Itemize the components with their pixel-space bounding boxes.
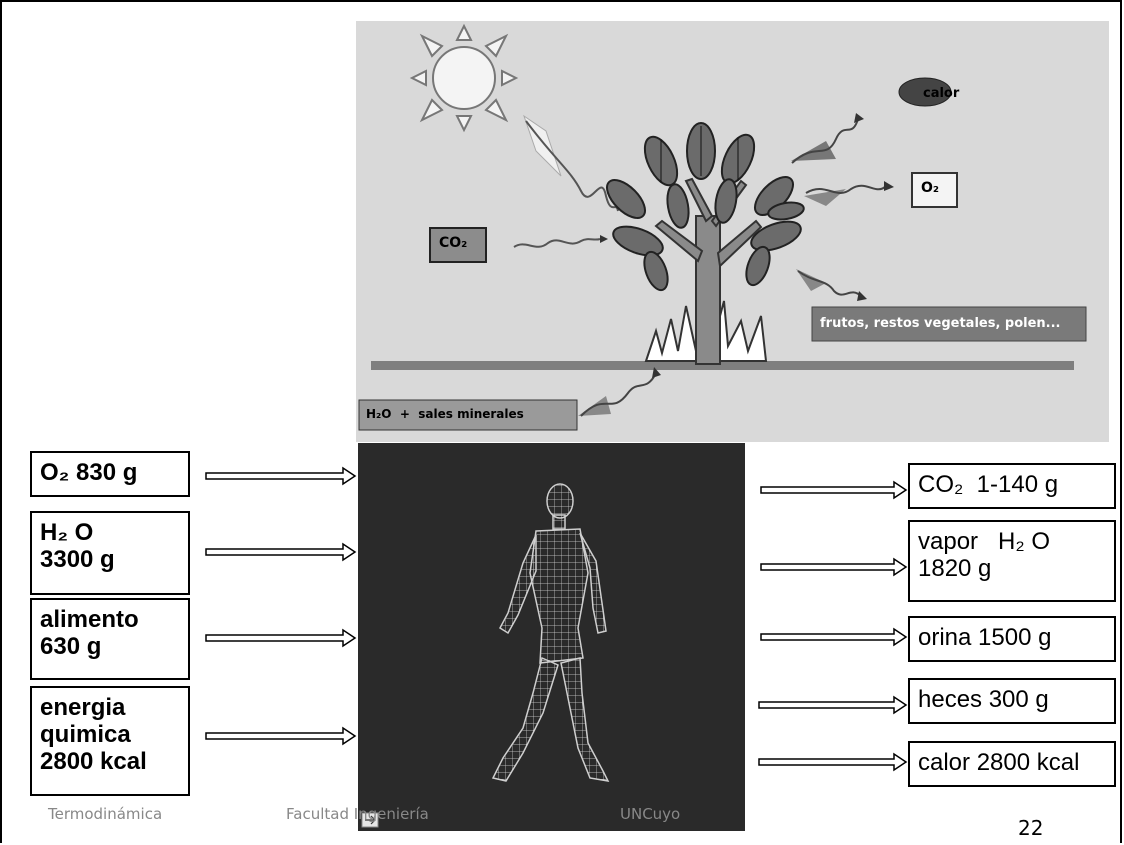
output-urine-line-1: orina 1500 g	[918, 624, 1052, 651]
output-heat-line-1: calor 2800 kcal	[918, 749, 1080, 776]
input-energy-line-1: energia	[40, 694, 126, 721]
output-urine-box: orina 1500 g	[908, 616, 1116, 662]
input-food-box: alimento 630 g	[30, 598, 190, 680]
output-co2-line-1: CO₂ 1-140 g	[918, 471, 1059, 498]
input-water-box: H₂ O 3300 g	[30, 511, 190, 595]
input-arrow-food	[205, 628, 357, 648]
output-arrow-heat	[758, 752, 908, 772]
input-o2-box: O₂ 830 g	[30, 451, 190, 497]
output-arrow-vapor	[760, 557, 908, 577]
water-box	[358, 399, 578, 431]
output-arrow-urine	[760, 627, 908, 647]
input-water-line-1: H₂ O	[40, 519, 94, 546]
output-arrow-co2	[760, 480, 908, 500]
input-arrow-energy	[205, 726, 357, 746]
output-heat-box: calor 2800 kcal	[908, 741, 1116, 787]
o2-box	[911, 172, 958, 208]
footer-university: UNCuyo	[620, 805, 681, 823]
input-food-line-1: alimento	[40, 606, 139, 633]
ground-line	[371, 361, 1074, 370]
input-energy-line-2: quimica	[40, 721, 131, 748]
input-water-line-2: 3300 g	[40, 546, 115, 573]
output-vapor-line-1: vapor H₂ O	[918, 528, 1051, 555]
human-wireframe-figure	[361, 483, 610, 828]
co2-box	[429, 227, 487, 263]
heat-ellipse	[898, 77, 952, 107]
input-energy-box: energia quimica 2800 kcal	[30, 686, 190, 796]
tree-trunk	[654, 177, 763, 365]
input-arrow-o2	[205, 466, 357, 486]
output-feces-box: heces 300 g	[908, 678, 1116, 724]
heat-label: calor	[923, 86, 960, 101]
input-food-line-2: 630 g	[40, 633, 102, 660]
fruits-label: frutos, restos vegetales, polen...	[820, 316, 1061, 331]
sunlight-ray	[523, 114, 619, 212]
footer-course: Termodinámica	[48, 805, 163, 823]
o2-label: O₂	[921, 180, 940, 196]
sun-icon	[409, 23, 519, 133]
page-number: 22	[1018, 816, 1044, 840]
photosynthesis-scene: CO₂ calor O₂ frutos, restos vegetales, p…	[356, 21, 1109, 442]
plant-illustration	[358, 23, 1087, 431]
human-figure-panel	[358, 443, 745, 831]
co2-label: CO₂	[439, 235, 468, 251]
output-vapor-box: vapor H₂ O 1820 g	[908, 520, 1116, 602]
footer-faculty: Facultad Ingeniería	[286, 805, 429, 823]
input-energy-line-3: 2800 kcal	[40, 748, 147, 775]
input-arrow-water	[205, 542, 357, 562]
output-feces-line-1: heces 300 g	[918, 686, 1049, 713]
output-arrow-feces	[758, 695, 908, 715]
water-label: H₂O + sales minerales	[366, 407, 524, 421]
output-vapor-line-2: 1820 g	[918, 555, 992, 582]
output-co2-box: CO₂ 1-140 g	[908, 463, 1116, 509]
fruits-box	[811, 306, 1087, 342]
input-o2-line-1: O₂ 830 g	[40, 459, 138, 486]
